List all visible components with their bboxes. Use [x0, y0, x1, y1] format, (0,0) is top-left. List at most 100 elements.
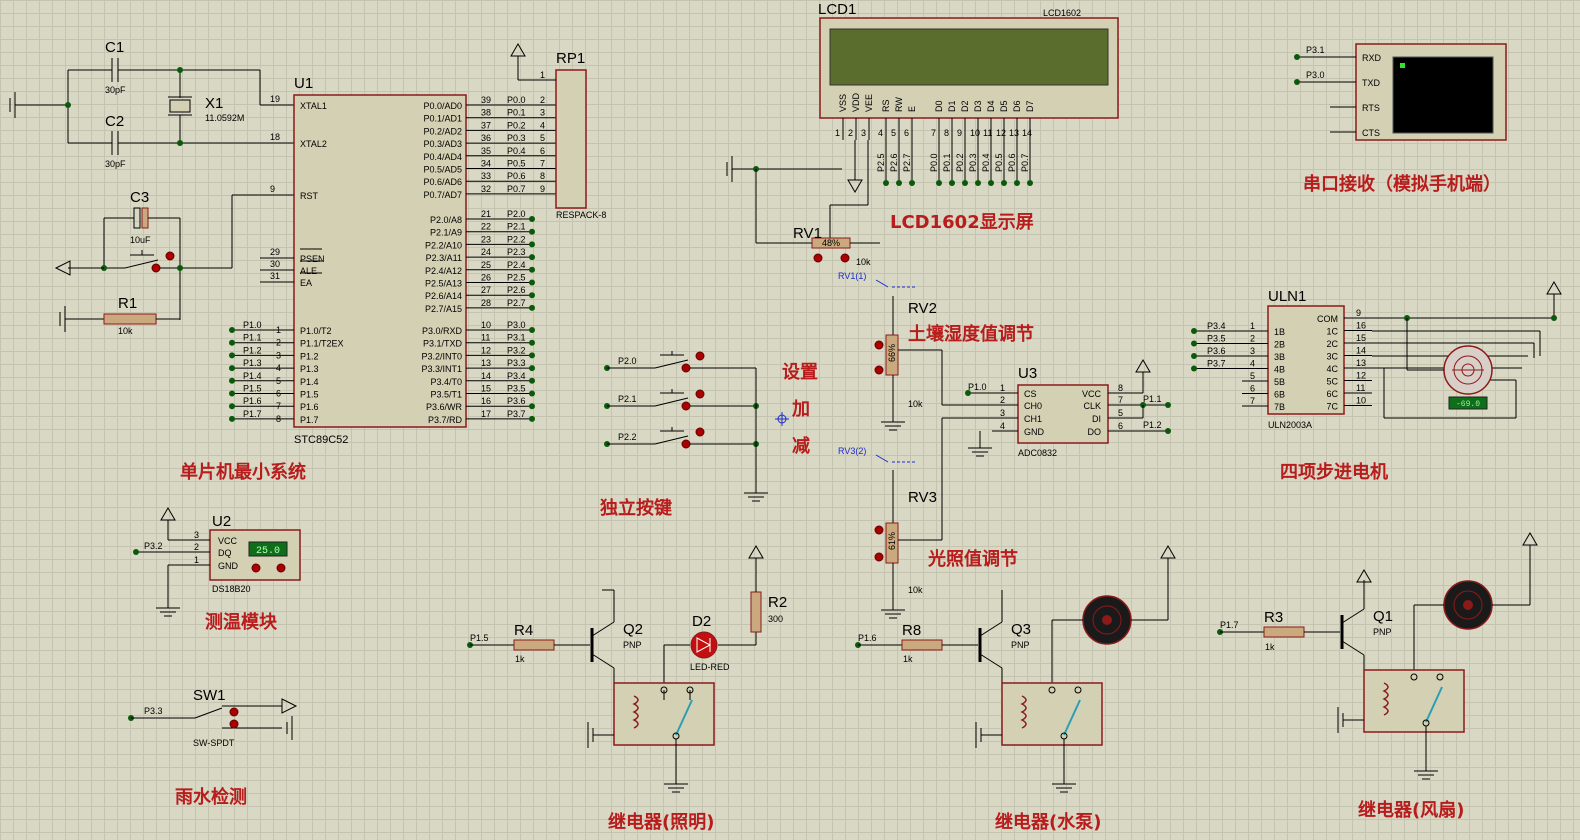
u1-part: STC89C52 [294, 434, 348, 446]
junction [529, 292, 535, 299]
u2-pin-num: 1 [194, 555, 199, 565]
rv2-ref: RV2 [908, 300, 937, 317]
junction [529, 241, 535, 248]
r3-body[interactable] [1263, 626, 1305, 638]
label-add: 加 [791, 399, 810, 420]
u1-pin-name: P1.3 [300, 364, 319, 374]
lcd-part: LCD1602 [1043, 8, 1081, 18]
u1-pin-name: P2.5/A13 [425, 279, 462, 289]
lcd-pin-name: D6 [1012, 100, 1022, 112]
motor-readout: -69.0 [1456, 400, 1480, 409]
u1-pin-name: P2.2/A10 [425, 240, 462, 250]
u1-pin-num: 17 [481, 409, 491, 419]
lcd-ref: LCD1 [818, 1, 856, 18]
u3-pin-num: 5 [1118, 408, 1123, 418]
u1-pin-num: 13 [481, 358, 491, 368]
u1-net-label: P1.0 [243, 320, 262, 330]
rv2-body[interactable] [885, 334, 899, 376]
uln-net: P3.7 [1207, 359, 1226, 369]
u1-net-label: P3.2 [507, 345, 526, 355]
u1-pin-name: P3.2/INT0 [421, 351, 462, 361]
u1-pin-num: 9 [270, 184, 275, 194]
q1-transistor[interactable] [1340, 580, 1365, 675]
title-lcd: LCD1602显示屏 [890, 212, 1034, 233]
u1-net-label: P1.5 [243, 384, 262, 394]
reset-button[interactable] [104, 250, 232, 273]
lcd-pin-num: 14 [1022, 128, 1032, 138]
uln-pin-num: 7 [1250, 396, 1255, 406]
uln-pin-num: 14 [1356, 346, 1366, 356]
q3-transistor[interactable] [978, 590, 1003, 690]
terminal-screen [1392, 56, 1494, 134]
lcd-pin-name: VEE [864, 94, 874, 112]
junction [965, 390, 971, 396]
adc-section: RV1(1) 66% RV2 10k 土壤湿度值调节 U3 ADC0832 1C… [838, 271, 1171, 619]
relay-pump-body[interactable] [1001, 682, 1103, 746]
d2-led[interactable] [690, 631, 718, 659]
lcd-pin-num: 5 [891, 128, 896, 138]
rv3-body[interactable] [885, 522, 899, 564]
r8-ref: R8 [902, 622, 921, 639]
pump-motor[interactable] [1082, 595, 1132, 645]
u1-pin-name: P0.7/AD7 [423, 190, 462, 200]
terminal-pin-name: RTS [1362, 103, 1380, 113]
mcu-section: C1 30pF C2 30pF X1 11.0592M C3 10uF [9, 39, 606, 483]
title-relay-pump: 继电器(水泵) [995, 811, 1101, 833]
uln-pin-num: 16 [1356, 321, 1366, 331]
rv1-probe: RV1(1) [838, 271, 866, 281]
lcd-net-label: P0.1 [942, 153, 952, 172]
relay-fan-body[interactable] [1363, 669, 1465, 733]
u1-net-label: P3.1 [507, 333, 526, 343]
r8-body[interactable] [901, 639, 943, 651]
u3-body[interactable] [1017, 384, 1109, 444]
u1-pin-num: 2 [276, 338, 281, 348]
u3-net: P1.1 [1143, 394, 1162, 404]
key-button[interactable]: P2.0 [604, 351, 756, 373]
title-keys: 独立按键 [600, 497, 672, 519]
key-button[interactable]: P2.2 [604, 427, 759, 449]
u3-pin-name: VCC [1082, 389, 1102, 399]
c2-value: 30pF [105, 159, 126, 169]
lcd-pin-name: RW [894, 97, 904, 112]
uln-body[interactable] [1267, 305, 1345, 415]
u1-pin-num: 28 [481, 298, 491, 308]
r4-body[interactable] [513, 639, 555, 651]
u1-net-label: P3.3 [507, 358, 526, 368]
rp1-body[interactable] [555, 69, 587, 209]
key-button[interactable]: P2.1 [604, 389, 759, 411]
rv1[interactable]: 48% [811, 237, 880, 263]
sw1-switch[interactable] [194, 705, 282, 729]
fan-motor[interactable] [1443, 580, 1493, 630]
u1-pin-name: P3.6/WR [426, 402, 463, 412]
rp1-pin-num: 7 [540, 159, 545, 169]
r3-value: 1k [1265, 642, 1275, 652]
u1-body[interactable] [293, 94, 467, 428]
rv1-pct: 48% [822, 238, 840, 248]
u2-pin-num: 3 [194, 530, 199, 540]
u1-net-label: P1.2 [243, 345, 262, 355]
r4-value: 1k [515, 654, 525, 664]
uln-pin-name: 3C [1326, 352, 1338, 362]
r2-body[interactable] [750, 591, 762, 633]
u1-pin-name: P2.6/A14 [425, 291, 462, 301]
stepper-motor[interactable] [1443, 345, 1493, 395]
rv2-pct: 66% [887, 344, 897, 362]
lcd-pin-name: D1 [947, 100, 957, 112]
u1-pin-num: 10 [481, 320, 491, 330]
uln-pin-num: 12 [1356, 371, 1366, 381]
ground-u2 [156, 607, 180, 617]
q3-type: PNP [1011, 640, 1030, 650]
label-set: 设置 [782, 362, 818, 383]
q2-transistor[interactable] [590, 590, 615, 690]
u1-pin-num: 6 [276, 389, 281, 399]
u1-pin-num: 12 [481, 345, 491, 355]
junction [229, 365, 235, 372]
lcd-pin-name: VDD [851, 92, 861, 112]
uln-pin-name: 1C [1326, 327, 1338, 337]
lcd-pin-num: 9 [957, 128, 962, 138]
lcd-net-label: P2.7 [902, 153, 912, 172]
lcd-pin-name: D4 [986, 100, 996, 112]
